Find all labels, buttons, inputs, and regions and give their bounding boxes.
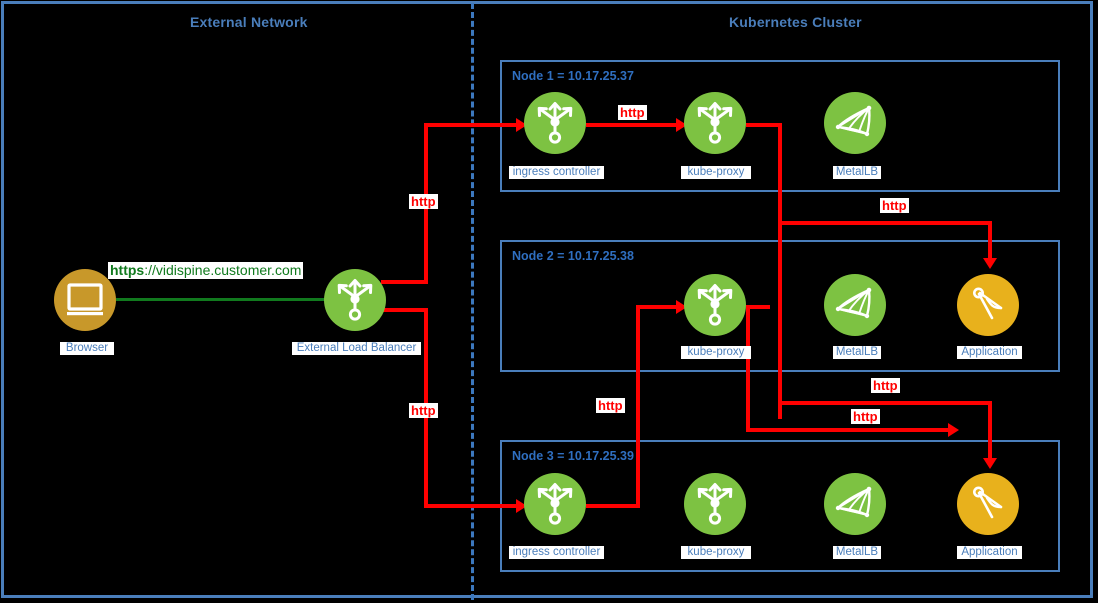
node2-kube-proxy-circle[interactable]	[684, 274, 746, 336]
trident-icon	[337, 279, 373, 321]
trident-icon	[537, 483, 573, 525]
zone-title-external-network: External Network	[190, 14, 308, 30]
link-lb-out-top	[381, 280, 428, 284]
link-proxy2-down	[746, 305, 750, 432]
link-into-node3-ingress	[424, 504, 524, 508]
node3-kube-proxy-circle[interactable]	[684, 473, 746, 535]
protocol-label-proxy1-to-app2: http	[880, 198, 909, 213]
trident-icon	[697, 102, 733, 144]
protocol-label-proxy2-to-app3: http	[851, 409, 880, 424]
node2-application-circle[interactable]	[957, 274, 1019, 336]
link-ingress1-proxy1	[586, 123, 684, 127]
arrowhead-app3-left	[948, 423, 959, 437]
monitor-icon	[67, 283, 103, 316]
link-lb-out-bottom	[381, 308, 428, 312]
compass-icon	[973, 486, 1003, 519]
caption-node2-metallb: MetalLB	[833, 346, 881, 359]
network-boundary-divider	[471, 3, 474, 600]
protocol-label-ingress1-to-proxy1: http	[618, 105, 647, 120]
arrowhead-proxy2	[676, 300, 687, 314]
caption-node2-kube-proxy: kube-proxy	[681, 346, 751, 359]
protocol-label-proxy1-to-app3: http	[871, 378, 900, 393]
node1-kube-proxy-circle[interactable]	[684, 92, 746, 154]
link-proxy2-to-app3	[746, 428, 956, 432]
caption-node2-application: Application	[957, 346, 1022, 359]
node3-metallb-circle[interactable]	[824, 473, 886, 535]
link-ingress3-out	[586, 504, 640, 508]
caption-node3-kube-proxy: kube-proxy	[681, 546, 751, 559]
link-proxy1-trunk-down	[778, 123, 782, 419]
link-down-to-app3	[988, 401, 992, 464]
protocol-label-lb-to-node3: http	[409, 403, 438, 418]
link-proxy1-to-app2	[778, 221, 992, 225]
caption-node1-ingress-controller: ingress controller	[509, 166, 604, 179]
caption-browser: Browser	[60, 342, 114, 355]
node-label-node1: Node 1 = 10.17.25.37	[512, 69, 634, 83]
mesh-icon	[835, 486, 872, 518]
link-proxy1-to-app3	[778, 401, 992, 405]
arrowhead-app3-top	[983, 458, 997, 469]
node2-metallb-circle[interactable]	[824, 274, 886, 336]
link-into-node2-proxy	[636, 305, 684, 309]
caption-external-load-balancer: External Load Balancer	[292, 342, 421, 355]
zone-title-kubernetes-cluster: Kubernetes Cluster	[729, 14, 862, 30]
caption-node3-metallb: MetalLB	[833, 546, 881, 559]
link-down-to-app2	[988, 221, 992, 264]
node3-ingress-controller-circle[interactable]	[524, 473, 586, 535]
node-label-node2: Node 2 = 10.17.25.38	[512, 249, 634, 263]
protocol-label-lb-to-node1: http	[409, 194, 438, 209]
caption-node3-ingress-controller: ingress controller	[509, 546, 604, 559]
caption-node1-metallb: MetalLB	[833, 166, 881, 179]
node1-ingress-controller-circle[interactable]	[524, 92, 586, 154]
caption-node3-application: Application	[957, 546, 1022, 559]
compass-icon	[973, 287, 1003, 320]
protocol-label-ingress3-to-proxy2: http	[596, 398, 625, 413]
external-load-balancer-circle[interactable]	[324, 269, 386, 331]
caption-node1-kube-proxy: kube-proxy	[681, 166, 751, 179]
url-host: ://vidispine.customer.com	[144, 262, 302, 278]
trident-icon	[697, 483, 733, 525]
arrowhead-app2	[983, 258, 997, 269]
browser-icon-circle[interactable]	[54, 269, 116, 331]
url-scheme: https	[110, 262, 145, 278]
link-proxy2-out	[746, 305, 770, 309]
arrowhead-proxy1	[676, 118, 687, 132]
url-label-https: https://vidispine.customer.com	[108, 262, 304, 279]
trident-icon	[537, 102, 573, 144]
arrowhead-node1-ingress	[516, 118, 527, 132]
link-into-node1-ingress	[424, 123, 524, 127]
link-proxy1-out	[746, 123, 782, 127]
node-label-node3: Node 3 = 10.17.25.39	[512, 449, 634, 463]
node1-metallb-circle[interactable]	[824, 92, 886, 154]
trident-icon	[697, 284, 733, 326]
link-ingress3-up	[636, 305, 640, 508]
link-browser-to-lb	[116, 298, 330, 301]
arrowhead-node3-ingress	[516, 499, 527, 513]
node3-application-circle[interactable]	[957, 473, 1019, 535]
mesh-icon	[835, 287, 872, 319]
mesh-icon	[835, 105, 872, 137]
